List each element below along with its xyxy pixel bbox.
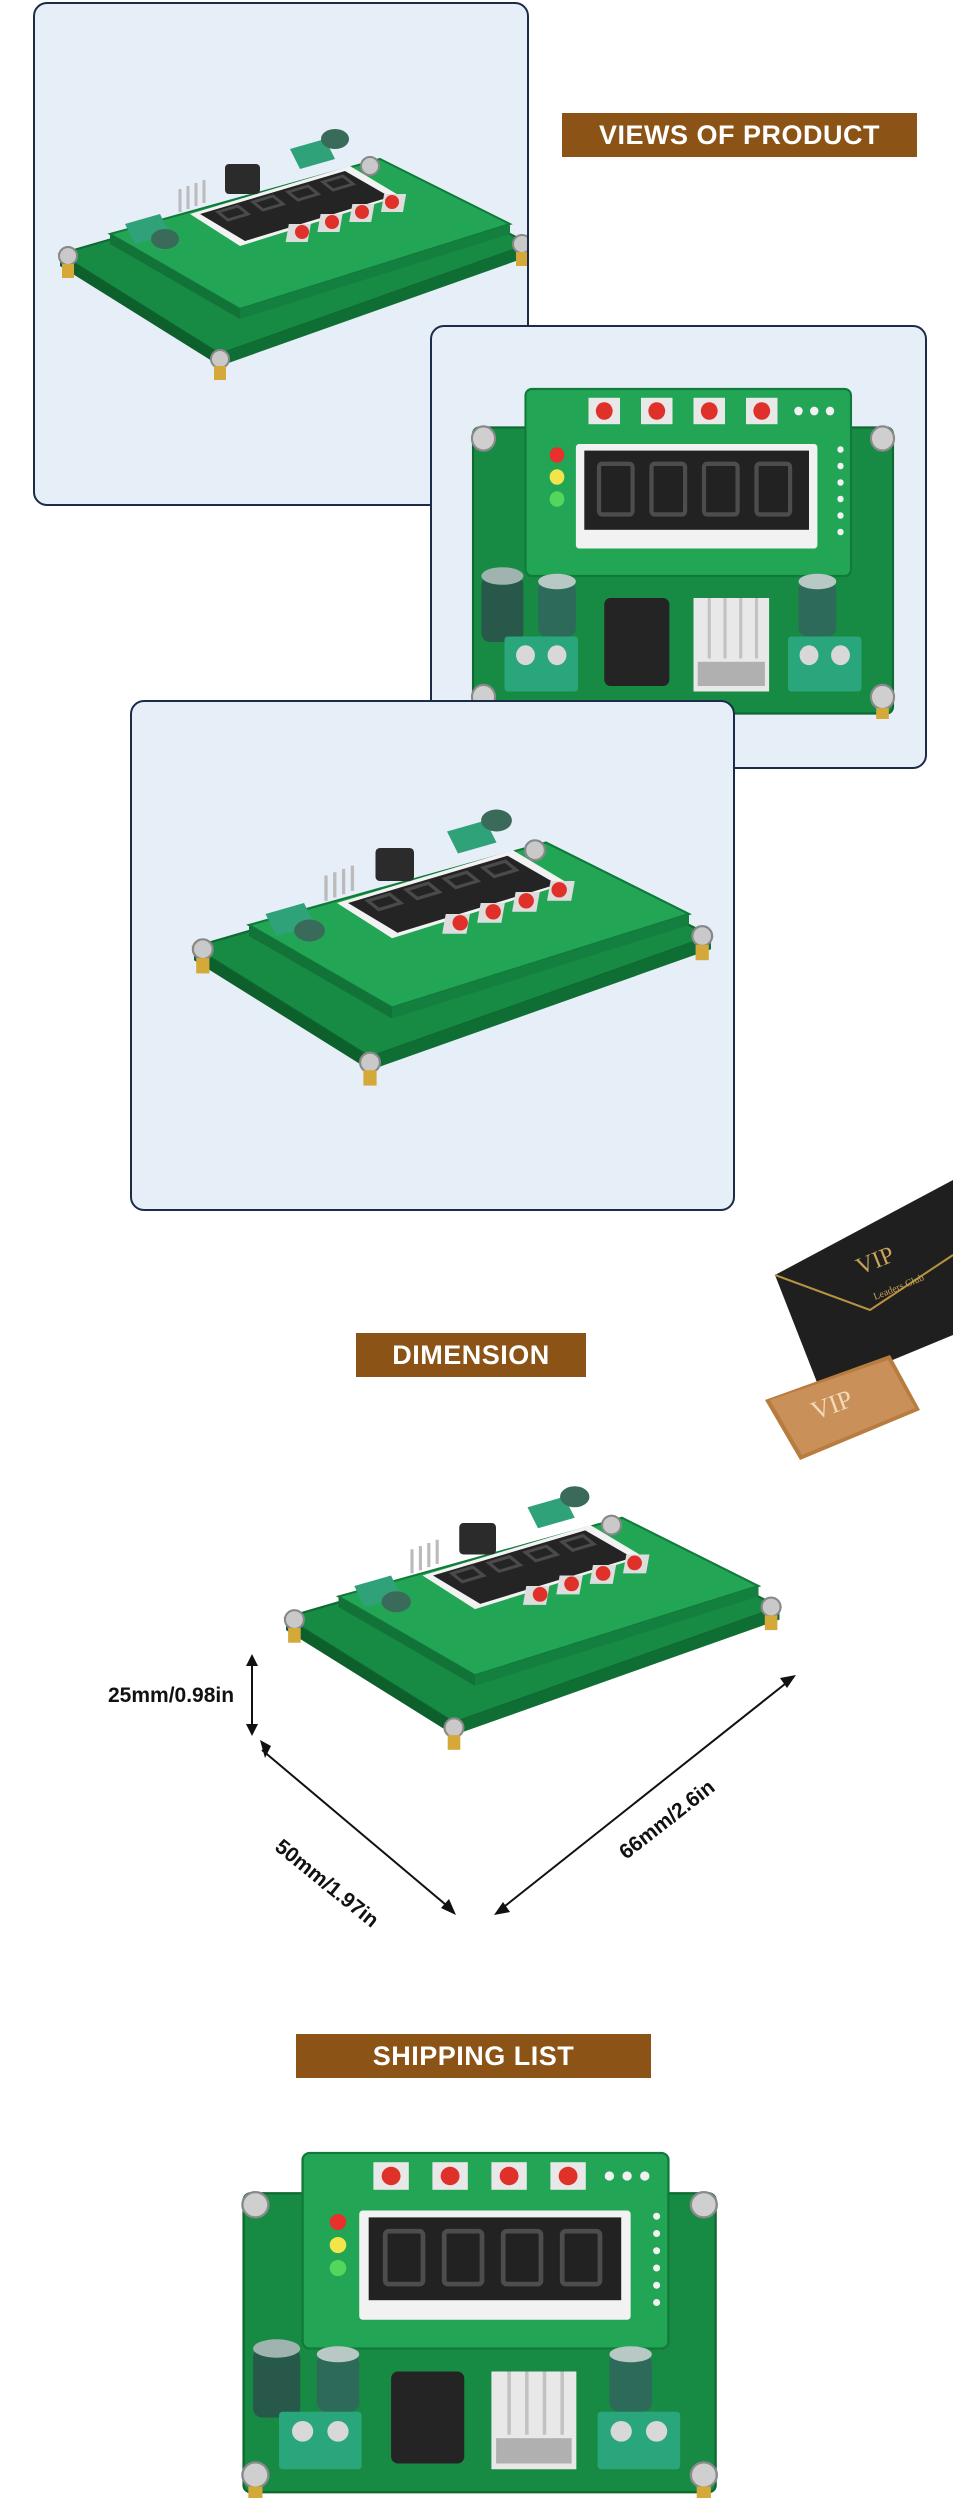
- product-view-2: [430, 325, 927, 769]
- vip-card: VIP Leaders Club VIP: [760, 1175, 953, 1465]
- views-of-product-banner: VIEWS OF PRODUCT: [562, 113, 917, 157]
- dimension-diagram: [80, 1440, 880, 1940]
- product-view-3: [130, 700, 735, 1211]
- width-arrow: [261, 1749, 453, 1911]
- product-image-angled-2: [191, 807, 714, 1088]
- shipping-board-image: [210, 2120, 750, 2513]
- dimension-title: DIMENSION: [392, 1339, 550, 1370]
- shipping-list-banner: SHIPPING LIST: [296, 2034, 651, 2078]
- dimension-board-image: [246, 1484, 796, 1915]
- dimension-banner: DIMENSION: [356, 1333, 586, 1377]
- shipping-list-title: SHIPPING LIST: [372, 2040, 575, 2071]
- shipping-list-item: [210, 2120, 750, 2513]
- vip-card-icon: VIP Leaders Club VIP: [765, 1180, 953, 1460]
- views-of-product-title: VIEWS OF PRODUCT: [598, 119, 880, 150]
- length-arrow: [499, 1679, 791, 1911]
- height-dimension-label: 25mm/0.98in: [108, 1684, 235, 1707]
